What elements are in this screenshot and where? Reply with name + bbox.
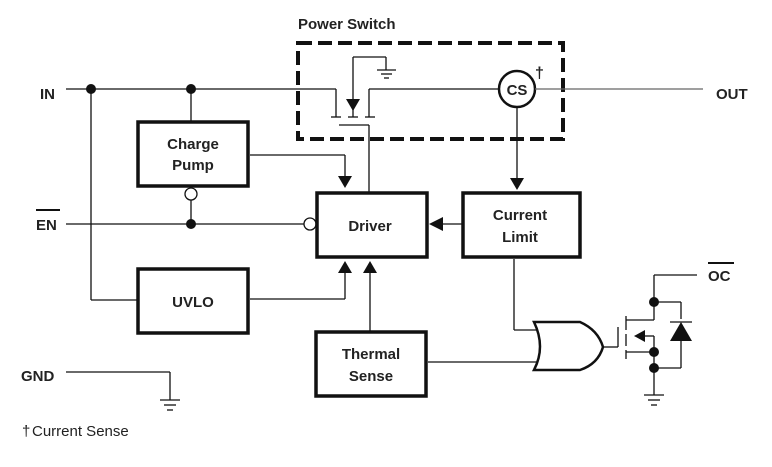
thermal-sense-label-1: Thermal — [342, 346, 400, 363]
driver-inverter-bubble — [303, 217, 317, 231]
arrow-chargepump-to-driver — [338, 176, 352, 188]
pin-out-label: OUT — [716, 86, 748, 103]
pin-in-label: IN — [40, 86, 55, 103]
driver-block — [315, 191, 429, 259]
current-sense-label: CS — [507, 82, 528, 99]
power-mosfet — [331, 56, 396, 193]
or-gate — [531, 320, 605, 372]
uvlo-label: UVLO — [172, 294, 214, 311]
dagger-mark: † — [535, 65, 544, 82]
current-limit-label-2: Limit — [502, 229, 538, 246]
oc-mosfet — [617, 274, 697, 406]
ground-icon — [160, 399, 180, 411]
thermal-sense-label-2: Sense — [349, 368, 393, 385]
arrow-uvlo-to-driver — [338, 261, 352, 273]
driver-label: Driver — [348, 218, 392, 235]
power-switch-title: Power Switch — [298, 16, 396, 33]
arrow-cs-to-limit — [510, 178, 524, 190]
junction-oc-3 — [649, 363, 659, 373]
pin-oc-label: OC — [708, 268, 731, 285]
arrow-thermal-to-driver — [363, 261, 377, 273]
current-limit-label-1: Current — [493, 207, 547, 224]
charge-pump-label-2: Pump — [172, 157, 214, 174]
power-switch-boundary — [296, 41, 565, 141]
footnote-dagger: † — [22, 423, 30, 440]
current-limit-block — [461, 191, 582, 259]
thermal-sense-block — [314, 330, 428, 398]
charge-pump-block — [136, 120, 250, 188]
junction-oc-1 — [649, 297, 659, 307]
uvlo-block — [136, 267, 250, 335]
junction-en — [186, 219, 196, 229]
charge-pump-label-1: Charge — [167, 136, 219, 153]
footnote-text: Current Sense — [32, 423, 129, 440]
pin-gnd-label: GND — [21, 368, 55, 385]
chargepump-inverter-bubble — [184, 187, 198, 201]
arrow-limit-to-driver — [429, 217, 443, 231]
pin-en-label: EN — [36, 217, 57, 234]
junction-oc-2 — [649, 347, 659, 357]
